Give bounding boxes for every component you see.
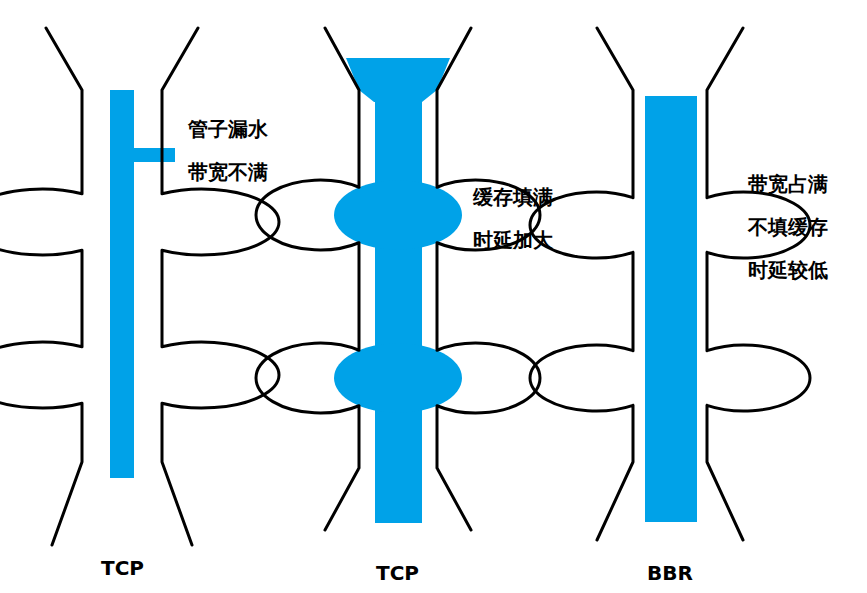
water-buffer: [334, 180, 462, 250]
water-stream: [110, 90, 134, 478]
water-stream: [375, 90, 422, 523]
pipe-outline: [0, 28, 279, 545]
pipe-caption: TCP: [101, 556, 144, 580]
note-text: 带宽占满 不填缓存 时延较低: [748, 163, 840, 292]
note-text: 缓存填满 时延加大: [473, 176, 565, 262]
pipe-outline: [530, 28, 810, 540]
water-stream: [645, 96, 697, 522]
pipe-outline: [256, 28, 540, 530]
pipe-caption: BBR: [647, 561, 693, 585]
note-text: 管子漏水 带宽不满: [188, 108, 280, 194]
water-leak: [134, 148, 175, 162]
pipe-caption: TCP: [376, 561, 419, 585]
water-buffer: [334, 343, 462, 413]
